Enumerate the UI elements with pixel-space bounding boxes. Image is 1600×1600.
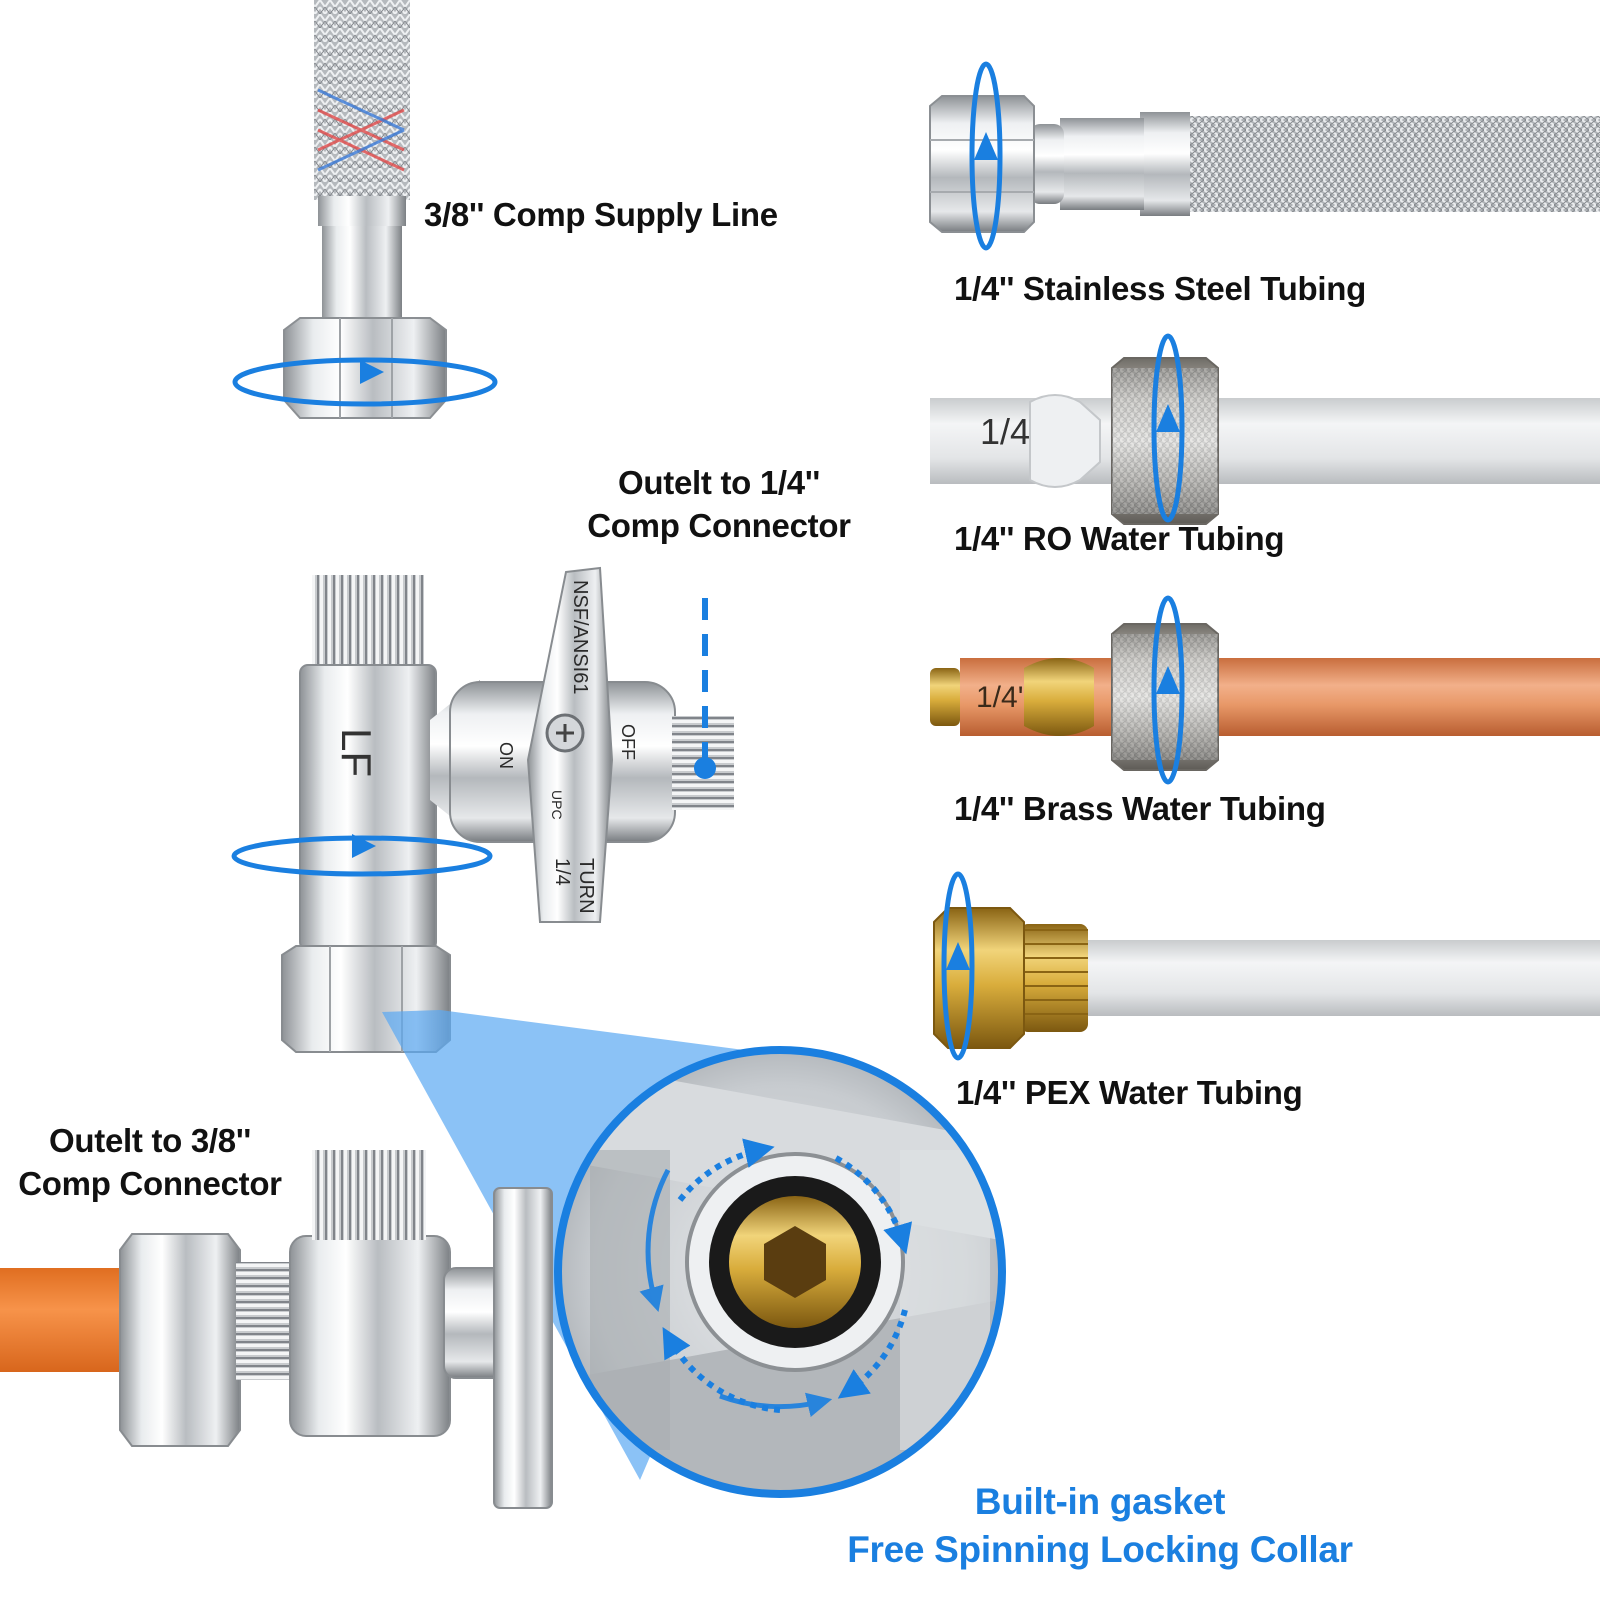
outlet-quarter-label: Outelt to 1/4'' Comp Connector bbox=[556, 462, 882, 548]
rotation-arrow-icon bbox=[969, 61, 1003, 251]
outlet-quarter-label-line2: Comp Connector bbox=[587, 506, 851, 544]
ro-tube-marking: 1/4 bbox=[980, 411, 1030, 452]
gasket-label-line2: Free Spinning Locking Collar bbox=[847, 1529, 1353, 1571]
pex-tubing-image bbox=[933, 907, 1600, 1049]
outlet-threeeighths-label-line1: Outelt to 3/8'' bbox=[49, 1122, 251, 1159]
rotation-arrow-icon bbox=[1151, 333, 1185, 523]
dashed-outlet-indicator bbox=[694, 598, 716, 779]
outlet-threeeighths-label-line2: Comp Connector bbox=[18, 1164, 282, 1202]
brass-tube-marking: 1/4' bbox=[976, 681, 1023, 714]
valve-cert-text: UPC bbox=[549, 790, 565, 820]
orange-pipe-valve-image bbox=[0, 1150, 553, 1509]
supply-line-image bbox=[283, 0, 447, 419]
rotation-arrow-icon bbox=[231, 834, 493, 877]
stainless-tubing-label: 1/4'' Stainless Steel Tubing bbox=[954, 270, 1366, 307]
ro-tubing-label: 1/4'' RO Water Tubing bbox=[954, 520, 1285, 557]
gasket-label-line1: Built-in gasket bbox=[974, 1481, 1226, 1522]
valve-on-text: ON bbox=[496, 742, 516, 769]
rotation-arrow-icon bbox=[941, 871, 975, 1061]
valve-turn-text-2: TURN bbox=[575, 858, 597, 914]
valve-body-text: LF bbox=[333, 728, 380, 777]
gasket-zoom-view bbox=[554, 1046, 1006, 1498]
gasket-label: Built-in gasket Free Spinning Locking Co… bbox=[780, 1478, 1420, 1574]
pex-tubing-label: 1/4'' PEX Water Tubing bbox=[956, 1074, 1303, 1111]
valve-turn-text-1: 1/4 bbox=[551, 858, 573, 886]
valve-off-text: OFF bbox=[618, 724, 638, 760]
brass-tubing-label: 1/4'' Brass Water Tubing bbox=[954, 790, 1326, 827]
outlet-threeeighths-label: Outelt to 3/8'' Comp Connector bbox=[0, 1120, 300, 1206]
rotation-arrow-icon bbox=[1151, 595, 1185, 785]
valve-handle-text: NSF/ANSI61 bbox=[569, 580, 591, 694]
tee-valve-image: NSF/ANSI61 ON OFF LF 1/4 TURN UPC bbox=[281, 566, 734, 1053]
rotation-arrow-icon bbox=[232, 357, 498, 407]
brass-tubing-image: 1/4' bbox=[930, 623, 1600, 771]
ro-tubing-image: 1/4 bbox=[930, 357, 1600, 525]
outlet-quarter-label-line1: Outelt to 1/4'' bbox=[618, 464, 820, 501]
supply-line-label: 3/8'' Comp Supply Line bbox=[424, 196, 778, 233]
stainless-tubing-image bbox=[929, 95, 1600, 233]
